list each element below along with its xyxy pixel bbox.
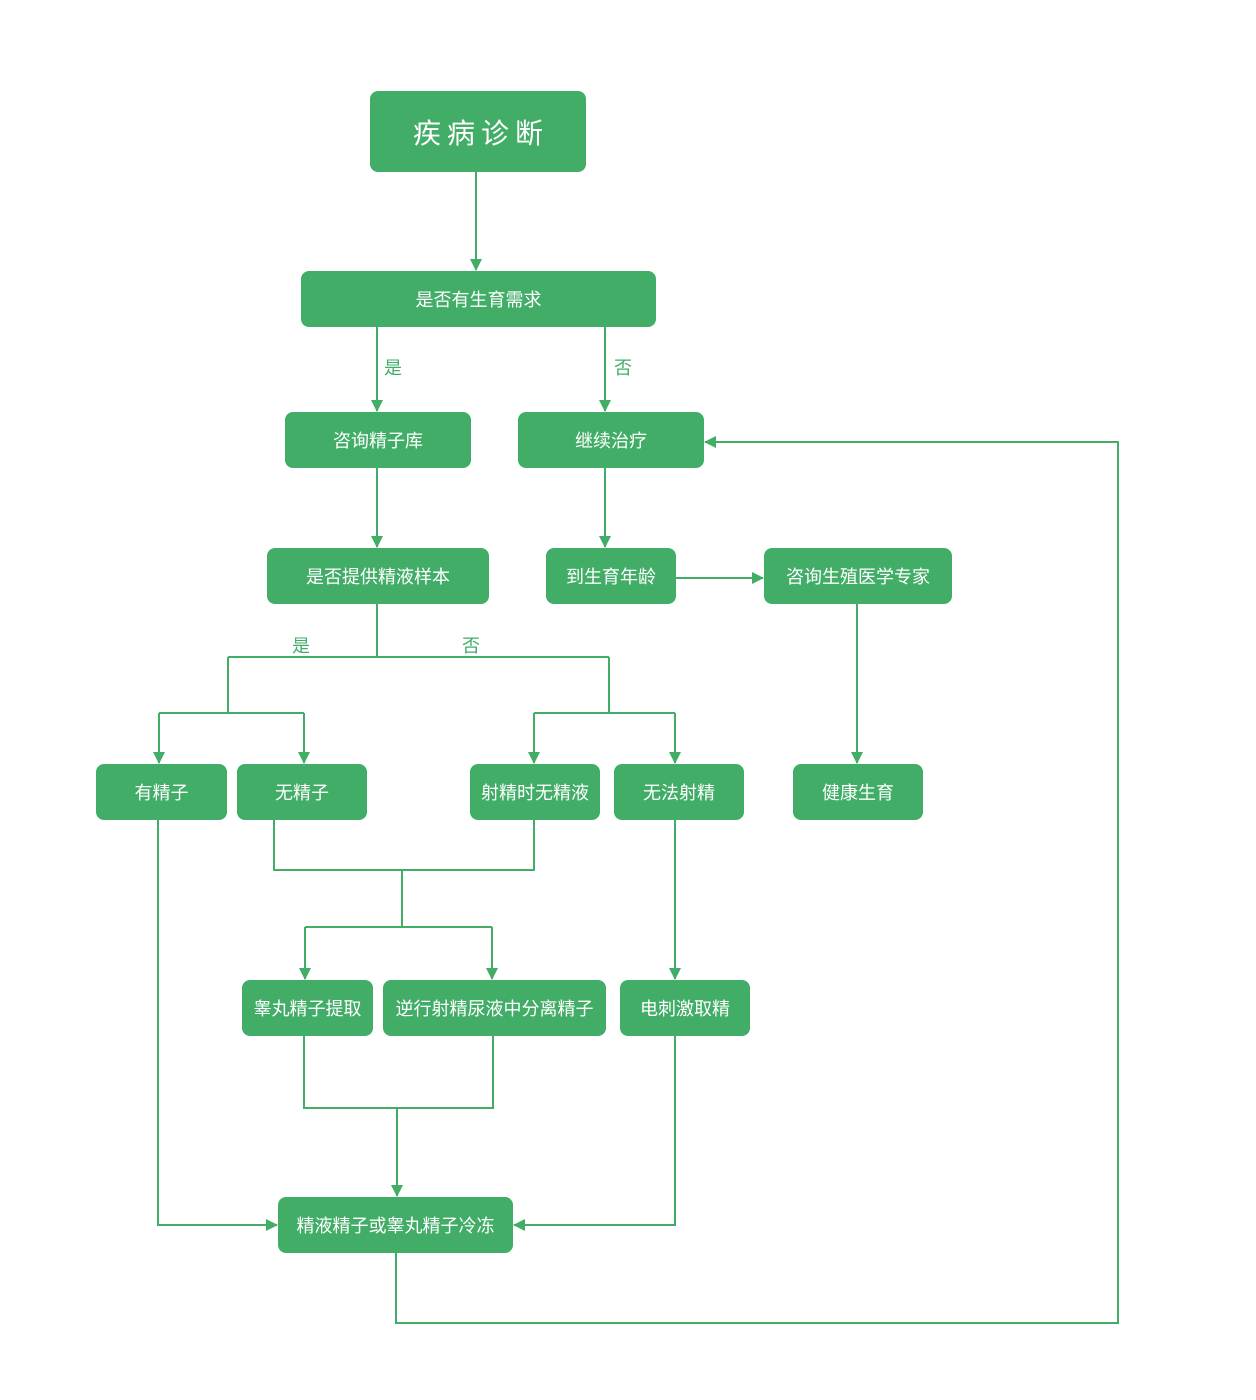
node-provide-semen: 是否提供精液样本 [267, 548, 489, 604]
connector-no-sperm-down [273, 820, 535, 871]
label-provide-no: 否 [462, 636, 480, 657]
node-retrograde-separation: 逆行射精尿液中分离精子 [383, 980, 606, 1036]
node-electro-ejaculation: 电刺激取精 [620, 980, 750, 1036]
connector-has-sperm-to-freezing [157, 820, 278, 1231]
label-need-no: 否 [614, 358, 632, 379]
node-cannot-ejaculate: 无法射精 [614, 764, 744, 820]
node-consult-sperm-bank: 咨询精子库 [285, 412, 471, 468]
node-continue-treatment: 继续治疗 [518, 412, 704, 468]
node-no-sperm: 无精子 [237, 764, 367, 820]
connector-electro-to-freezing [513, 1036, 676, 1231]
node-reach-age: 到生育年龄 [546, 548, 676, 604]
node-diagnosis: 疾病诊断 [370, 91, 586, 172]
node-testicular-extraction: 睾丸精子提取 [242, 980, 373, 1036]
connector-freezing-to-continue [395, 436, 1119, 1324]
node-healthy-birth: 健康生育 [793, 764, 923, 820]
node-no-semen-ejaculation: 射精时无精液 [470, 764, 600, 820]
node-consult-expert: 咨询生殖医学专家 [764, 548, 952, 604]
label-need-yes: 是 [384, 358, 402, 379]
node-freezing: 精液精子或睾丸精子冷冻 [278, 1197, 513, 1253]
node-fertility-need: 是否有生育需求 [301, 271, 656, 327]
node-has-sperm: 有精子 [96, 764, 227, 820]
label-provide-yes: 是 [292, 636, 310, 657]
connector-methods-merge [303, 1036, 494, 1109]
